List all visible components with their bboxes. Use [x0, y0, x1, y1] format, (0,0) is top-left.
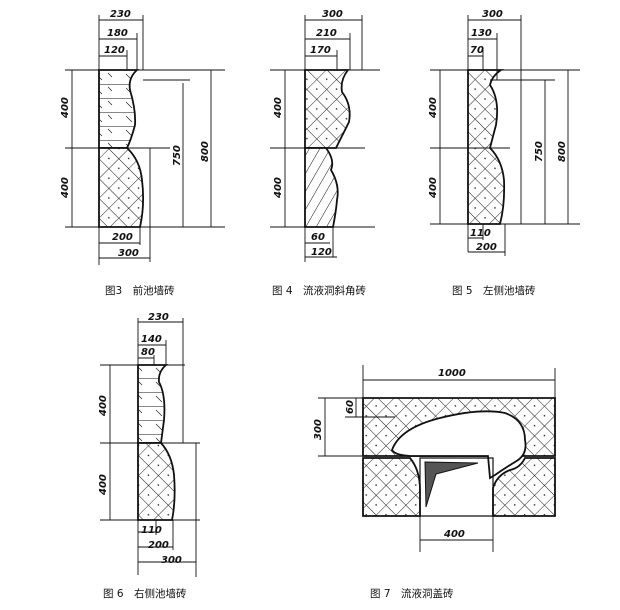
dim-width-mid: 140 — [141, 334, 162, 345]
dim-top-thickness: 60 — [345, 400, 356, 414]
figure-7-flow-hole-cover-brick: 1000 60 300 400 图 7 流液洞盖砖 — [313, 365, 556, 600]
dim-bottom-2: 300 — [118, 248, 139, 259]
dim-width-total: 300 — [482, 9, 503, 20]
dim-height-upper: 400 — [98, 395, 109, 417]
dim-bottom-1: 110 — [470, 228, 491, 239]
dim-bottom-1: 110 — [141, 525, 162, 536]
dim-height-750: 750 — [172, 145, 183, 166]
dim-height-800: 800 — [557, 141, 568, 162]
dim-height-lower: 400 — [60, 177, 71, 199]
dim-width-total: 300 — [322, 9, 343, 20]
dim-height-upper: 400 — [273, 97, 284, 119]
figure-caption: 图 5 左侧池墙砖 — [452, 284, 536, 297]
dim-width-top: 120 — [104, 45, 125, 56]
figure-caption: 图3 前池墙砖 — [105, 284, 175, 297]
dim-bottom-3: 300 — [161, 555, 182, 566]
dim-height-lower: 400 — [428, 177, 439, 199]
figure-caption: 图 6 右侧池墙砖 — [103, 587, 187, 600]
figure-5-left-pool-wall-brick: 300 130 70 400 400 750 800 110 200 图 5 左… — [428, 9, 580, 297]
dim-width-total: 230 — [148, 312, 169, 323]
dim-bottom-1: 60 — [311, 232, 325, 243]
dim-width-total: 230 — [110, 9, 131, 20]
dim-width: 1000 — [438, 368, 466, 379]
dim-width-mid: 210 — [316, 28, 337, 39]
dim-height-750: 750 — [534, 141, 545, 162]
figure-4-flow-hole-bevel-brick: 300 210 170 400 400 60 120 图 4 流液洞斜角砖 — [270, 9, 380, 297]
dim-width-top: 170 — [310, 45, 331, 56]
dim-width-top: 80 — [141, 347, 155, 358]
dim-width-top: 70 — [470, 45, 484, 56]
figure-caption: 图 7 流液洞盖砖 — [370, 587, 454, 600]
dim-height-upper: 400 — [60, 97, 71, 119]
figure-3-front-pool-wall-brick: 230 180 120 400 400 750 800 200 300 图3 前… — [60, 9, 225, 297]
dim-height: 300 — [313, 419, 324, 440]
dim-height-lower: 400 — [273, 177, 284, 199]
dim-width-mid: 130 — [471, 28, 492, 39]
dim-bottom-2: 120 — [311, 247, 332, 258]
figure-6-right-pool-wall-brick: 230 140 80 400 400 110 200 300 图 6 右侧池墙砖 — [98, 312, 200, 600]
dim-width-mid: 180 — [107, 28, 128, 39]
dim-bottom-1: 200 — [112, 232, 133, 243]
dim-height-upper: 400 — [428, 97, 439, 119]
dim-bottom-2: 200 — [476, 242, 497, 253]
dim-bottom-2: 200 — [148, 540, 169, 551]
figure-caption: 图 4 流液洞斜角砖 — [272, 284, 367, 297]
dim-height-800: 800 — [200, 141, 211, 162]
dim-opening: 400 — [443, 529, 465, 540]
dim-height-lower: 400 — [98, 474, 109, 496]
